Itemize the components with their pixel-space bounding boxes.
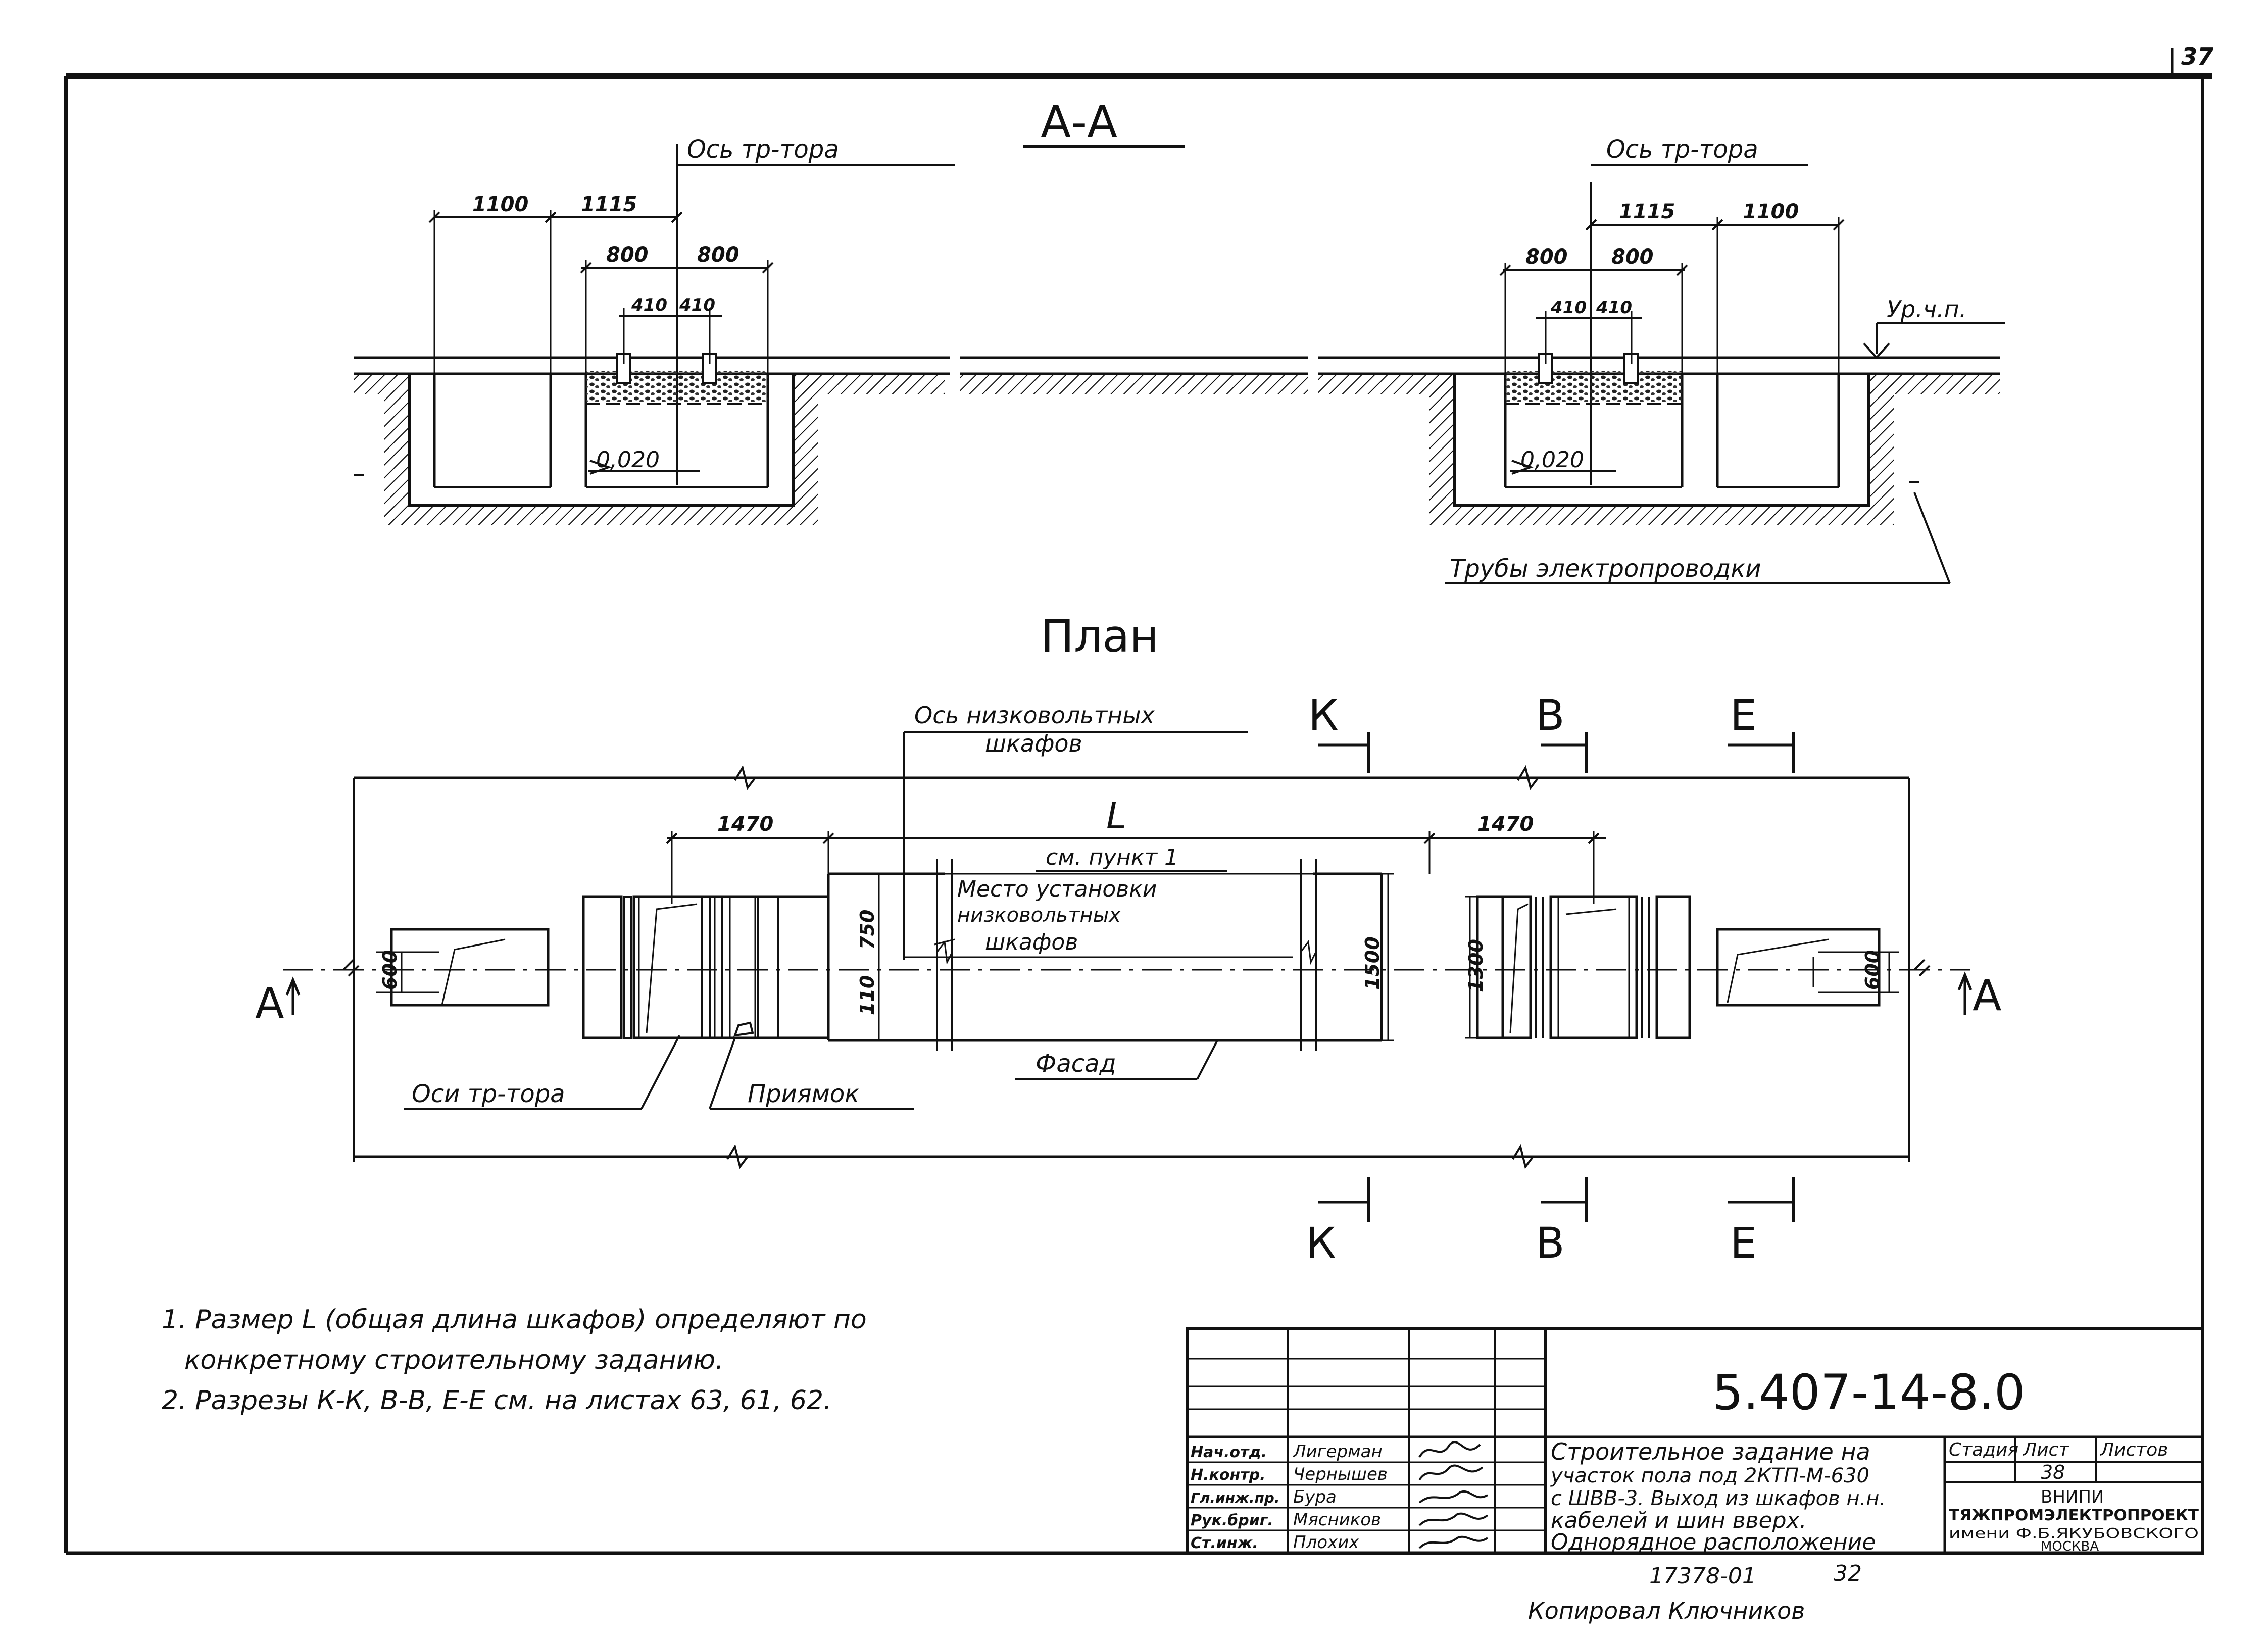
description-line-5: Однорядное расположение [1551,1529,1876,1555]
dim-410-right-a: 410 [1550,297,1587,318]
left-transformer [582,895,830,1039]
dim-410-left-b: 410 [679,295,715,315]
place-line2: низковольтных [957,904,1121,927]
copied-by: Копировал Ключников [1528,1597,1805,1624]
transformer-axis-label-right: Ось тр-тора [1606,135,1758,164]
cabinets-zone: 750 110 1500 Место установки низковольтн… [827,859,1394,1051]
description-line-4: кабелей и шин вверх. [1551,1508,1807,1533]
sheet-corner-number: 37 [2181,43,2213,70]
right-dimensions: 1115 1100 800 800 410 410 [1499,200,1845,374]
dim-110: 110 [856,975,878,1015]
dim-750: 750 [856,910,878,950]
pipes-label: Трубы электропроводки [1450,555,1761,583]
org-line-2: ТЯЖПРОМЭЛЕКТРОПРОЕКТ [1949,1507,2199,1524]
org-line-1: ВНИПИ [2041,1487,2104,1507]
name-4: Плохих [1293,1532,1359,1553]
document-number: 5.407-14-8.0 [1712,1364,2025,1421]
facade-label: Фасад [1036,1050,1116,1078]
dim-1100-left: 1100 [472,193,528,216]
left-pit: 600 [376,928,550,1007]
place-line3: шкафов [985,929,1078,955]
name-2: Бура [1293,1487,1337,1507]
plan-top-dimensions: 1470 1470 L см. пункт 1 [666,794,1606,904]
description-line-2: участок пола под 2КТП-М-630 [1550,1464,1869,1487]
section-k-top: К [1308,690,1339,740]
dim-800-left-b: 800 [697,243,739,267]
role-1: Н.контр. [1191,1466,1265,1484]
org-line-3: имени Ф.Б.ЯКУБОВСКОГО [1949,1525,2199,1541]
dim-800-right-b: 800 [1611,245,1654,269]
role-0: Нач.отд. [1191,1444,1267,1461]
org-line-4: МОСКВА [2041,1539,2099,1554]
slope-label-right: 0,020 [1520,447,1584,473]
section-k-bottom: К [1306,1218,1336,1268]
dim-1100-right: 1100 [1743,200,1799,223]
title-block: 5.407-14-8.0 Нач.отд. Н.контр. Гл.инж.пр… [1186,1327,2204,1555]
section-aa: А-А Ось тр-тора Ось тр-тора [354,96,2005,584]
right-transformer: 1300 [1465,895,1691,1039]
note-1-line-1: 1. Размер L (общая длина шкафов) определ… [162,1305,867,1335]
archive-sheet: 32 [1834,1561,1862,1586]
note-2: 2. Разрезы К-К, В-В, Е-Е см. на листах 6… [162,1385,832,1416]
footer: 17378-01 32 Копировал Ключников [1528,1561,1862,1624]
section-v-top: В [1536,690,1565,740]
left-dimensions: 1100 1115 800 800 410 410 [428,193,774,374]
name-1: Чернышев [1293,1464,1388,1484]
plan-title: План [1041,610,1159,662]
dim-410-left-a: 410 [631,295,667,315]
sheet-value: 38 [2041,1461,2065,1483]
axis-cabinets-line1: Ось низковольтных [914,702,1155,729]
section-v-bottom: В [1536,1218,1565,1268]
section-a-left: А [255,978,284,1028]
dim-600-right: 600 [1861,950,1884,990]
dim-1500: 1500 [1361,936,1384,990]
archive-number: 17378-01 [1649,1563,1756,1589]
dim-1300: 1300 [1465,939,1487,992]
section-aa-title: А-А [1041,96,1117,148]
floor-level-label: Ур.ч.п. [1887,295,1966,323]
signatures [1418,1441,1489,1549]
pit-label: Приямок [748,1080,859,1108]
dim-L: L [1106,794,1126,837]
sheet-header: Лист [2022,1439,2069,1460]
dim-L-note: см. пункт 1 [1046,844,1178,870]
place-line1: Место установки [957,876,1157,902]
dim-1115-right: 1115 [1619,200,1675,223]
description-line-1: Строительное задание на [1551,1438,1870,1465]
transformer-axes-label: Оси тр-тора [412,1080,565,1108]
notes: 1. Размер L (общая длина шкафов) определ… [162,1305,867,1416]
dim-800-left-a: 800 [606,243,649,267]
right-trench: 0,020 [1429,353,1919,525]
axis-cabinets-line2: шкафов [985,730,1082,757]
dim-1115-left: 1115 [581,193,637,216]
left-trench: 0,020 [354,353,818,525]
dim-1470-right: 1470 [1477,813,1534,836]
dim-1470-left: 1470 [717,813,773,836]
section-e-top: Е [1730,690,1757,740]
name-3: Мясников [1293,1510,1381,1530]
right-pit: 600 [1716,928,1899,1007]
description-line-3: с ШВВ-3. Выход из шкафов н.н. [1551,1487,1886,1510]
dim-600-left: 600 [379,950,401,990]
plan: План К В Е К В Е Ось низковольтных шкафо… [255,610,2001,1268]
role-3: Рук.бриг. [1191,1512,1273,1529]
stage-header: Стадия [1949,1439,2018,1460]
name-0: Лигерман [1292,1441,1383,1462]
transformer-axis-label-left: Ось тр-тора [687,135,839,164]
dim-410-right-b: 410 [1596,297,1632,318]
sheets-header: Листов [2099,1439,2168,1460]
role-2: Гл.инж.пр. [1191,1489,1279,1506]
dim-800-right-a: 800 [1525,245,1568,269]
role-4: Ст.инж. [1191,1534,1258,1552]
floor-level-marker: Ур.ч.п. [1863,295,2005,360]
section-a-right: А [1973,971,2001,1020]
section-e-bottom: Е [1730,1218,1757,1268]
note-1-line-2: конкретному строительному заданию. [184,1345,724,1375]
